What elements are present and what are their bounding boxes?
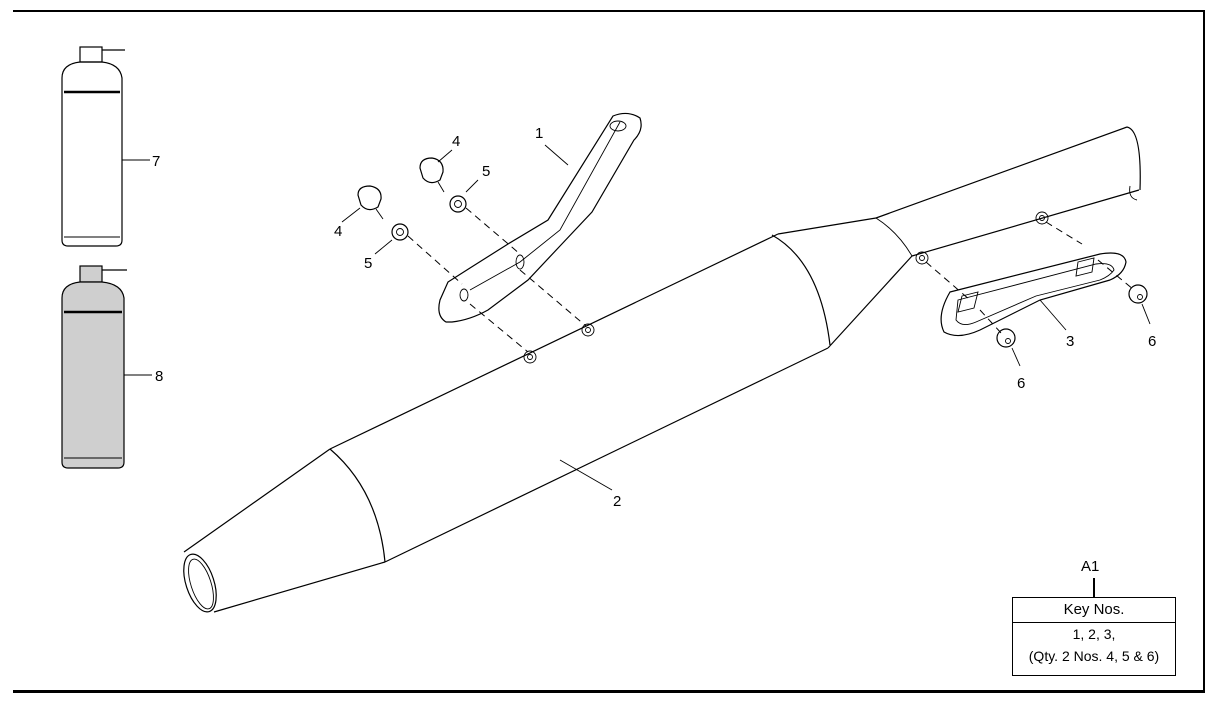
mounting-bracket: [438, 112, 642, 323]
key-line-1: 1, 2, 3,: [1072, 626, 1116, 642]
callout-4-upper: 4: [452, 133, 460, 150]
bolt-upper: [419, 157, 445, 193]
callout-6-right: 6: [1148, 333, 1156, 350]
callout-2: 2: [613, 493, 621, 510]
bottle-7: [61, 46, 150, 247]
callout-8: 8: [155, 368, 163, 385]
callout-3: 3: [1066, 333, 1074, 350]
key-line-2: (Qty. 2 Nos. 4, 5 & 6): [1028, 648, 1160, 664]
bottle-8: [61, 265, 152, 469]
bolt-lower: [357, 185, 384, 220]
key-box: Key Nos. 1, 2, 3, (Qty. 2 Nos. 4, 5 & 6): [1012, 597, 1176, 676]
washer-upper: [449, 195, 467, 213]
silencer: [183, 126, 1141, 613]
key-id: A1: [1081, 558, 1100, 575]
callout-7: 7: [152, 153, 160, 170]
assembly-lines: [407, 207, 1135, 353]
washer-lower: [391, 223, 409, 241]
key-stem: [1093, 578, 1095, 597]
key-header: Key Nos.: [1013, 598, 1175, 623]
callout-5-upper: 5: [482, 163, 490, 180]
callout-1: 1: [535, 125, 543, 142]
callout-4-lower: 4: [334, 223, 342, 240]
nut-right: [1128, 284, 1148, 304]
callout-6-left: 6: [1017, 375, 1025, 392]
lower-bracket: [940, 252, 1127, 337]
nut-left: [996, 328, 1016, 348]
callout-5-lower: 5: [364, 255, 372, 272]
diagram-border: [13, 10, 1205, 693]
